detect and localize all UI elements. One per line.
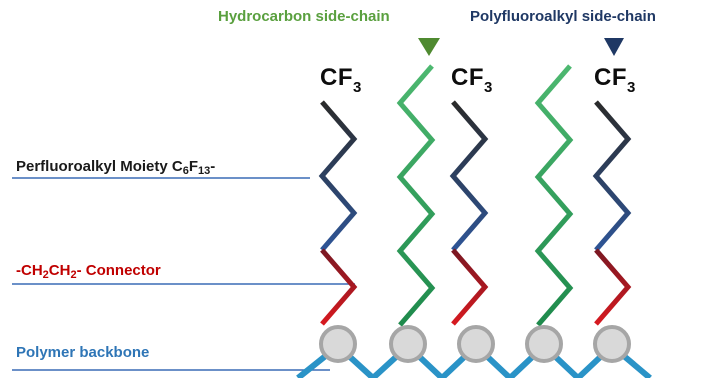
cf3-group-3: CF3 — [594, 64, 636, 96]
polymer-backbone-label: Polymer backbone — [16, 344, 150, 361]
cf3-group-2: CF3 — [451, 64, 493, 96]
connector-mid: CH — [48, 262, 71, 279]
moiety-sub-13: 13 — [198, 165, 211, 177]
backbone-bead-1 — [319, 325, 357, 363]
moiety-sub-6: 6 — [182, 165, 189, 177]
connector-chain-3 — [594, 248, 632, 326]
backbone-bead-5 — [593, 325, 631, 363]
polyfluoroalkyl-side-chain-label: Polyfluoroalkyl side-chain — [470, 8, 656, 25]
cf3-subscript: 3 — [484, 79, 493, 96]
hydrocarbon-chain-1 — [396, 64, 436, 327]
cf3-group-1: CF3 — [320, 64, 362, 96]
perfluoroalkyl-chain-2 — [449, 100, 489, 252]
perfluoroalkyl-chain-3 — [592, 100, 632, 252]
moiety-f: F — [188, 158, 199, 175]
perfluoroalkyl-chain-1 — [318, 100, 358, 252]
polyfluoroalkyl-arrow — [604, 38, 624, 56]
connector-chain-1 — [320, 248, 358, 326]
hydrocarbon-chain-2 — [534, 64, 574, 327]
connector-chain-2 — [451, 248, 489, 326]
cf3-text: CF — [594, 64, 627, 91]
perfluoroalkyl-moiety-label: Perfluoroalkyl Moiety C6F13- — [16, 158, 215, 177]
backbone-bead-4 — [525, 325, 563, 363]
cf3-subscript: 3 — [627, 79, 636, 96]
connector-sub-2: 2 — [70, 269, 77, 281]
cf3-text: CF — [451, 64, 484, 91]
backbone-bead-2 — [389, 325, 427, 363]
cf3-subscript: 3 — [353, 79, 362, 96]
moiety-tail: - — [210, 158, 216, 175]
connector-label: -CH2CH2- Connector — [16, 262, 161, 281]
cf3-text: CF — [320, 64, 353, 91]
moiety-text: Perfluoroalkyl Moiety C — [16, 158, 183, 175]
hydrocarbon-side-chain-label: Hydrocarbon side-chain — [218, 8, 390, 25]
hydrocarbon-arrow — [418, 38, 440, 56]
connector-tail: - Connector — [76, 262, 161, 279]
connector-sub-1: 2 — [42, 269, 49, 281]
backbone-bead-3 — [457, 325, 495, 363]
connector-prefix: -CH — [16, 262, 43, 279]
